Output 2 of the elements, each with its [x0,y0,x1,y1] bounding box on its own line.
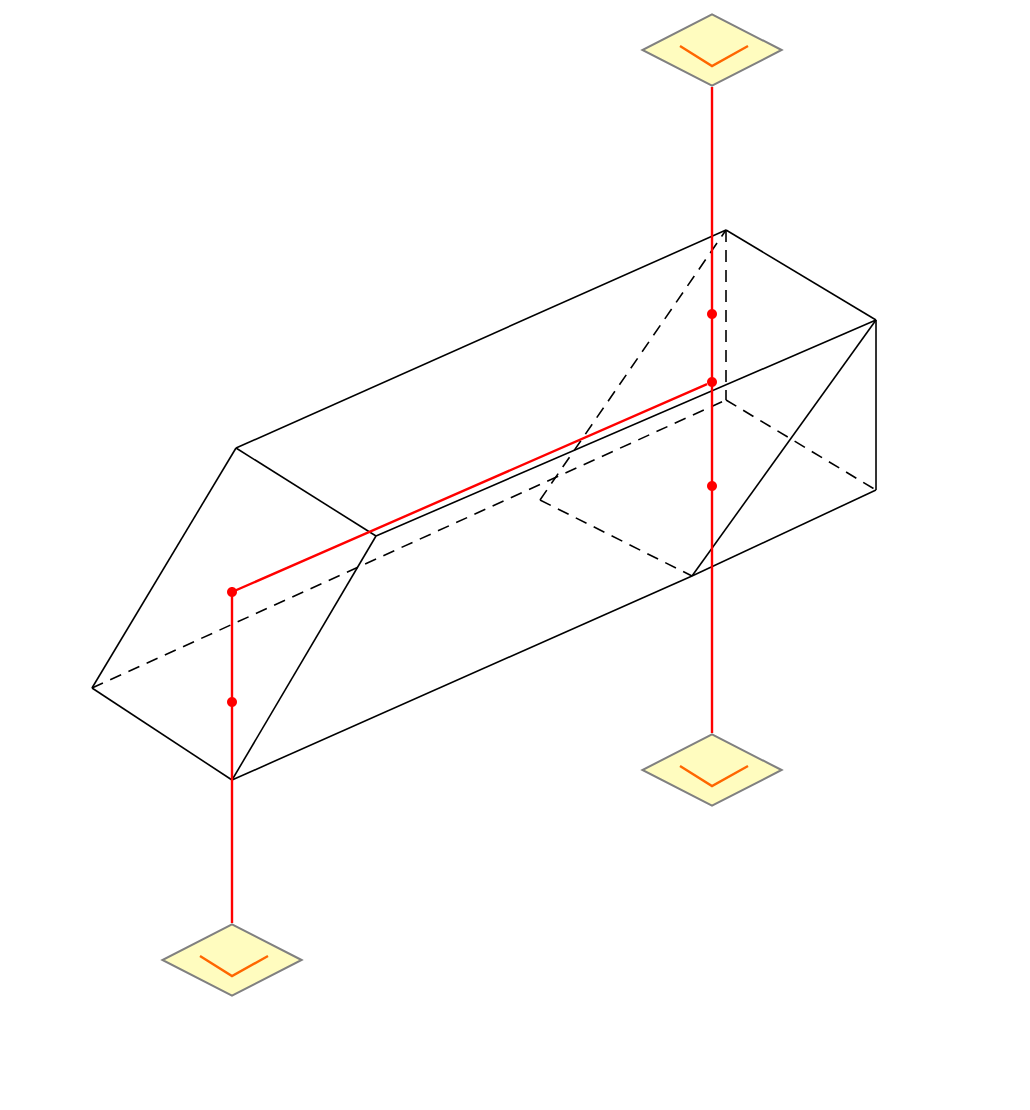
connector-line [710,87,714,733]
connector-line [230,383,708,923]
